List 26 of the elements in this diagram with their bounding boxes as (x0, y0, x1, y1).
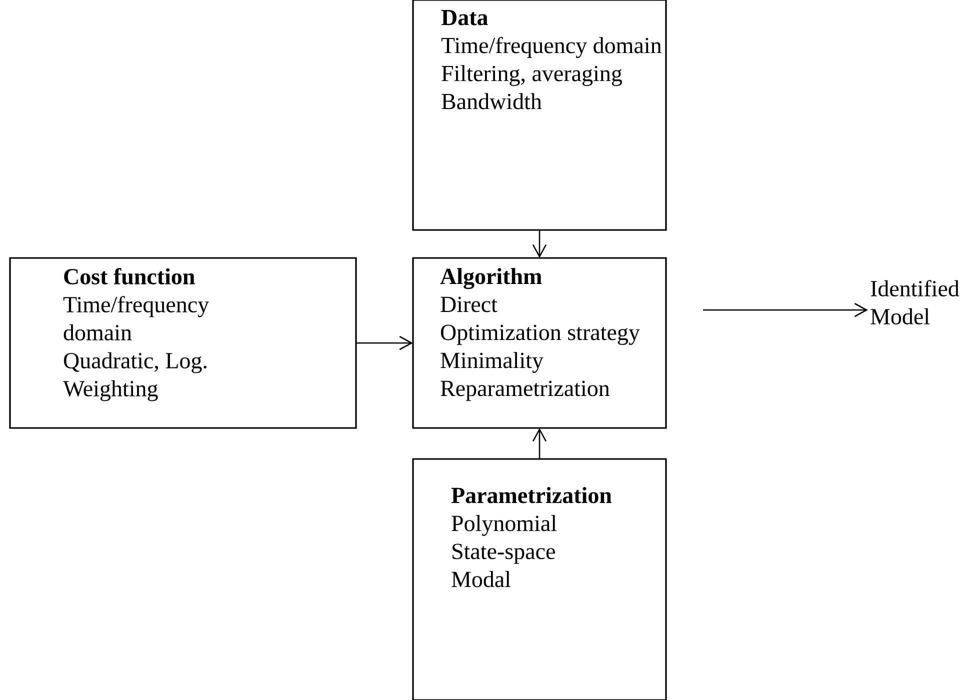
process-box (412, 0, 667, 231)
heading: Algorithm (440, 268, 542, 290)
arrow (532, 428, 547, 459)
list-item: Quadratic, Log. (64, 352, 206, 374)
arrow (356, 336, 413, 350)
node-text: Identified Model (870, 280, 960, 324)
heading: Data (441, 10, 488, 26)
list-item: Direct (440, 296, 498, 312)
list-item: Time/frequency domain (441, 36, 662, 58)
list-item: Time/frequency domain (63, 296, 210, 340)
list-item: Minimality (440, 352, 544, 373)
heading: Parametrization (451, 487, 612, 504)
list-item: Modal (452, 570, 511, 588)
list-item: Polynomial (452, 514, 557, 536)
heading: Cost function (64, 268, 195, 284)
list-item: Weighting (63, 380, 158, 402)
list-item: Optimization strategy (440, 324, 640, 345)
list-item: Reparametrization (440, 380, 610, 401)
arrow (532, 230, 547, 258)
list-item: Filtering, averaging (442, 65, 622, 86)
arrow (703, 302, 868, 318)
list-item: State-space (452, 544, 555, 564)
process-box (412, 458, 667, 700)
process-box (9, 257, 357, 429)
process-box (412, 257, 667, 429)
list-item: Bandwidth (442, 93, 542, 110)
